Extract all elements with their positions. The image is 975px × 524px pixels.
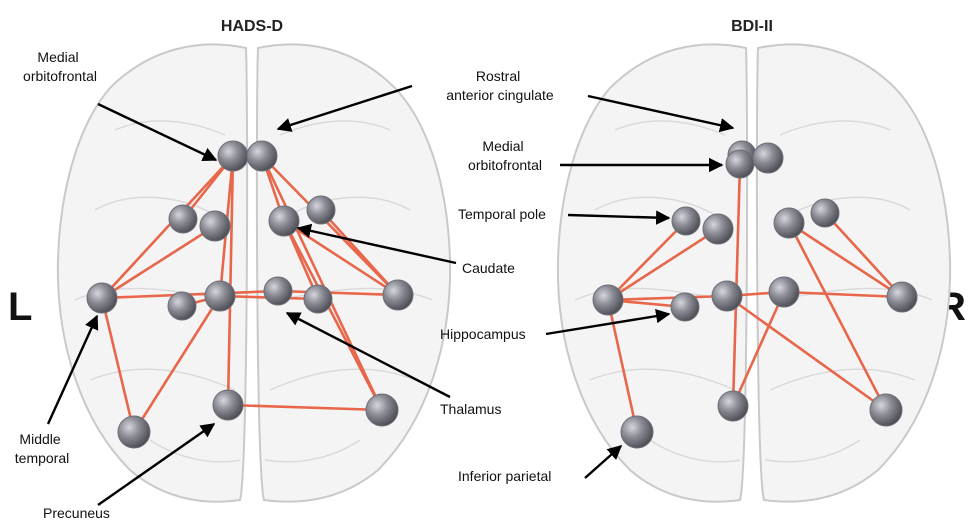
node-right-frontal — [307, 196, 335, 224]
label-line: Rostral — [476, 68, 520, 84]
panel-title-hads-d: HADS-D — [221, 18, 283, 35]
node-caudate-right — [774, 208, 804, 238]
label-line: Middle — [19, 431, 60, 447]
node-medial-orbitofrontal-right — [247, 141, 277, 171]
node-thalamus-left — [205, 281, 235, 311]
node-medial-orbitofrontal-left — [726, 150, 754, 178]
node-medial-orbitofrontal-right — [753, 143, 783, 173]
left-hemisphere-label: L — [8, 285, 32, 329]
label-middle-temporal: Middle temporal — [15, 431, 69, 466]
node-precuneus-left — [718, 391, 748, 421]
node-thalamus-right — [769, 277, 799, 307]
label-line: Medial — [37, 49, 78, 65]
brain-left-hemisphere-hads-d — [58, 44, 247, 501]
label-temporal-pole: Temporal pole — [458, 206, 546, 222]
node-hippocampus-left — [671, 293, 699, 321]
node-temporal-pole-left — [169, 205, 197, 233]
node-inferior-parietal-right — [870, 394, 902, 426]
brain-right-hemisphere-hads-d — [257, 44, 450, 501]
node-middle-temporal-right — [383, 280, 413, 310]
node-inferior-parietal-right — [366, 394, 398, 426]
node-right-frontal — [811, 199, 839, 227]
label-line: orbitofrontal — [468, 157, 542, 173]
label-medial-orbitofrontal-left-panel: Medial orbitofrontal — [23, 49, 97, 84]
node-hippocampus-left — [168, 292, 196, 320]
label-precuneus: Precuneus — [43, 505, 110, 521]
node-middle-temporal-left — [87, 283, 117, 313]
label-rostral-anterior-cingulate: Rostral anterior cingulate — [446, 68, 554, 103]
node-inferior-parietal-left — [621, 416, 653, 448]
node-hippocampus-right — [304, 285, 332, 313]
label-inferior-parietal: Inferior parietal — [458, 468, 551, 484]
node-thalamus-right — [264, 277, 292, 305]
node-thalamus-left — [712, 281, 742, 311]
brain-right-hemisphere-bdi-ii — [757, 44, 950, 501]
brain-bdi-ii — [558, 44, 950, 501]
node-temporal-pole-left-2 — [200, 211, 230, 241]
label-thalamus: Thalamus — [440, 401, 501, 417]
panel-title-bdi-ii: BDI-II — [731, 18, 773, 35]
label-hippocampus: Hippocampus — [440, 326, 526, 342]
label-caudate: Caudate — [462, 260, 515, 276]
node-caudate-right — [269, 206, 299, 236]
node-middle-temporal-right — [887, 282, 917, 312]
label-medial-orbitofrontal-right-panel: Medial orbitofrontal — [468, 138, 542, 173]
node-middle-temporal-left — [593, 285, 623, 315]
label-line: Medial — [482, 138, 523, 154]
node-temporal-pole-left — [672, 207, 700, 235]
arrow-inferior-parietal — [585, 446, 621, 478]
node-temporal-pole-left-2 — [703, 214, 733, 244]
node-medial-orbitofrontal-left — [218, 141, 248, 171]
label-line: temporal — [15, 450, 69, 466]
label-line: orbitofrontal — [23, 68, 97, 84]
node-inferior-parietal-left — [118, 416, 150, 448]
node-precuneus-left — [213, 390, 243, 420]
label-line: anterior cingulate — [446, 87, 554, 103]
